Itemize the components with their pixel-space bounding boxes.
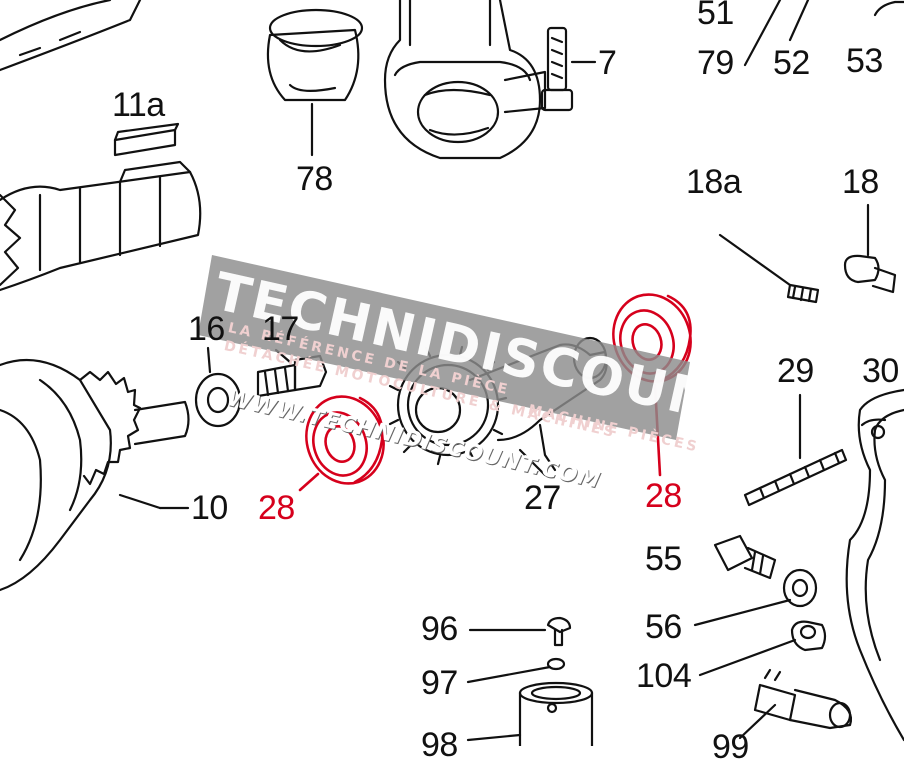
part-7-bolt [540, 26, 597, 112]
part-shaft-upper [0, 160, 202, 292]
label-28-right: 28 [645, 477, 682, 515]
label-56: 56 [645, 608, 682, 646]
label-18a: 18a [686, 163, 742, 201]
label-29: 29 [777, 352, 814, 390]
part-55-fitting [713, 534, 777, 580]
part-10-crankshaft [0, 358, 190, 592]
label-51: 51 [697, 0, 734, 32]
label-52: 52 [773, 44, 810, 82]
label-10: 10 [191, 489, 228, 527]
part-28-bearing-left [298, 395, 385, 492]
label-104: 104 [636, 657, 692, 695]
part-11a-key [113, 122, 180, 157]
label-98: 98 [421, 726, 458, 764]
label-18: 18 [842, 163, 879, 201]
label-99: 99 [712, 728, 749, 766]
part-99-sensor [738, 668, 853, 740]
part-30-housing [845, 388, 904, 742]
part-56-washer [693, 568, 818, 627]
label-97: 97 [421, 664, 458, 702]
watermark [198, 255, 690, 440]
part-connecting-rod [383, 0, 547, 160]
label-16: 16 [188, 310, 225, 348]
label-7: 7 [598, 44, 617, 82]
part-16-washer [194, 346, 242, 428]
label-17: 17 [262, 310, 299, 348]
part-18-bolt [843, 203, 897, 294]
label-28-left: 28 [258, 489, 295, 527]
part-104-plug [698, 620, 827, 677]
part-96-97-98-group [466, 616, 594, 746]
label-30: 30 [862, 352, 899, 390]
crankshaft-top-fragment [0, 0, 142, 72]
part-78-bushing [266, 8, 364, 157]
label-55: 55 [645, 540, 682, 578]
part-29-threaded-rod [743, 393, 848, 507]
label-27: 27 [524, 479, 561, 517]
label-96: 96 [421, 610, 458, 648]
top-right-leaders [743, 0, 904, 67]
label-11a: 11a [112, 86, 165, 124]
label-53: 53 [846, 42, 883, 80]
label-79: 79 [697, 44, 734, 82]
part-18a-setscrew [718, 233, 820, 304]
label-78: 78 [296, 160, 333, 198]
